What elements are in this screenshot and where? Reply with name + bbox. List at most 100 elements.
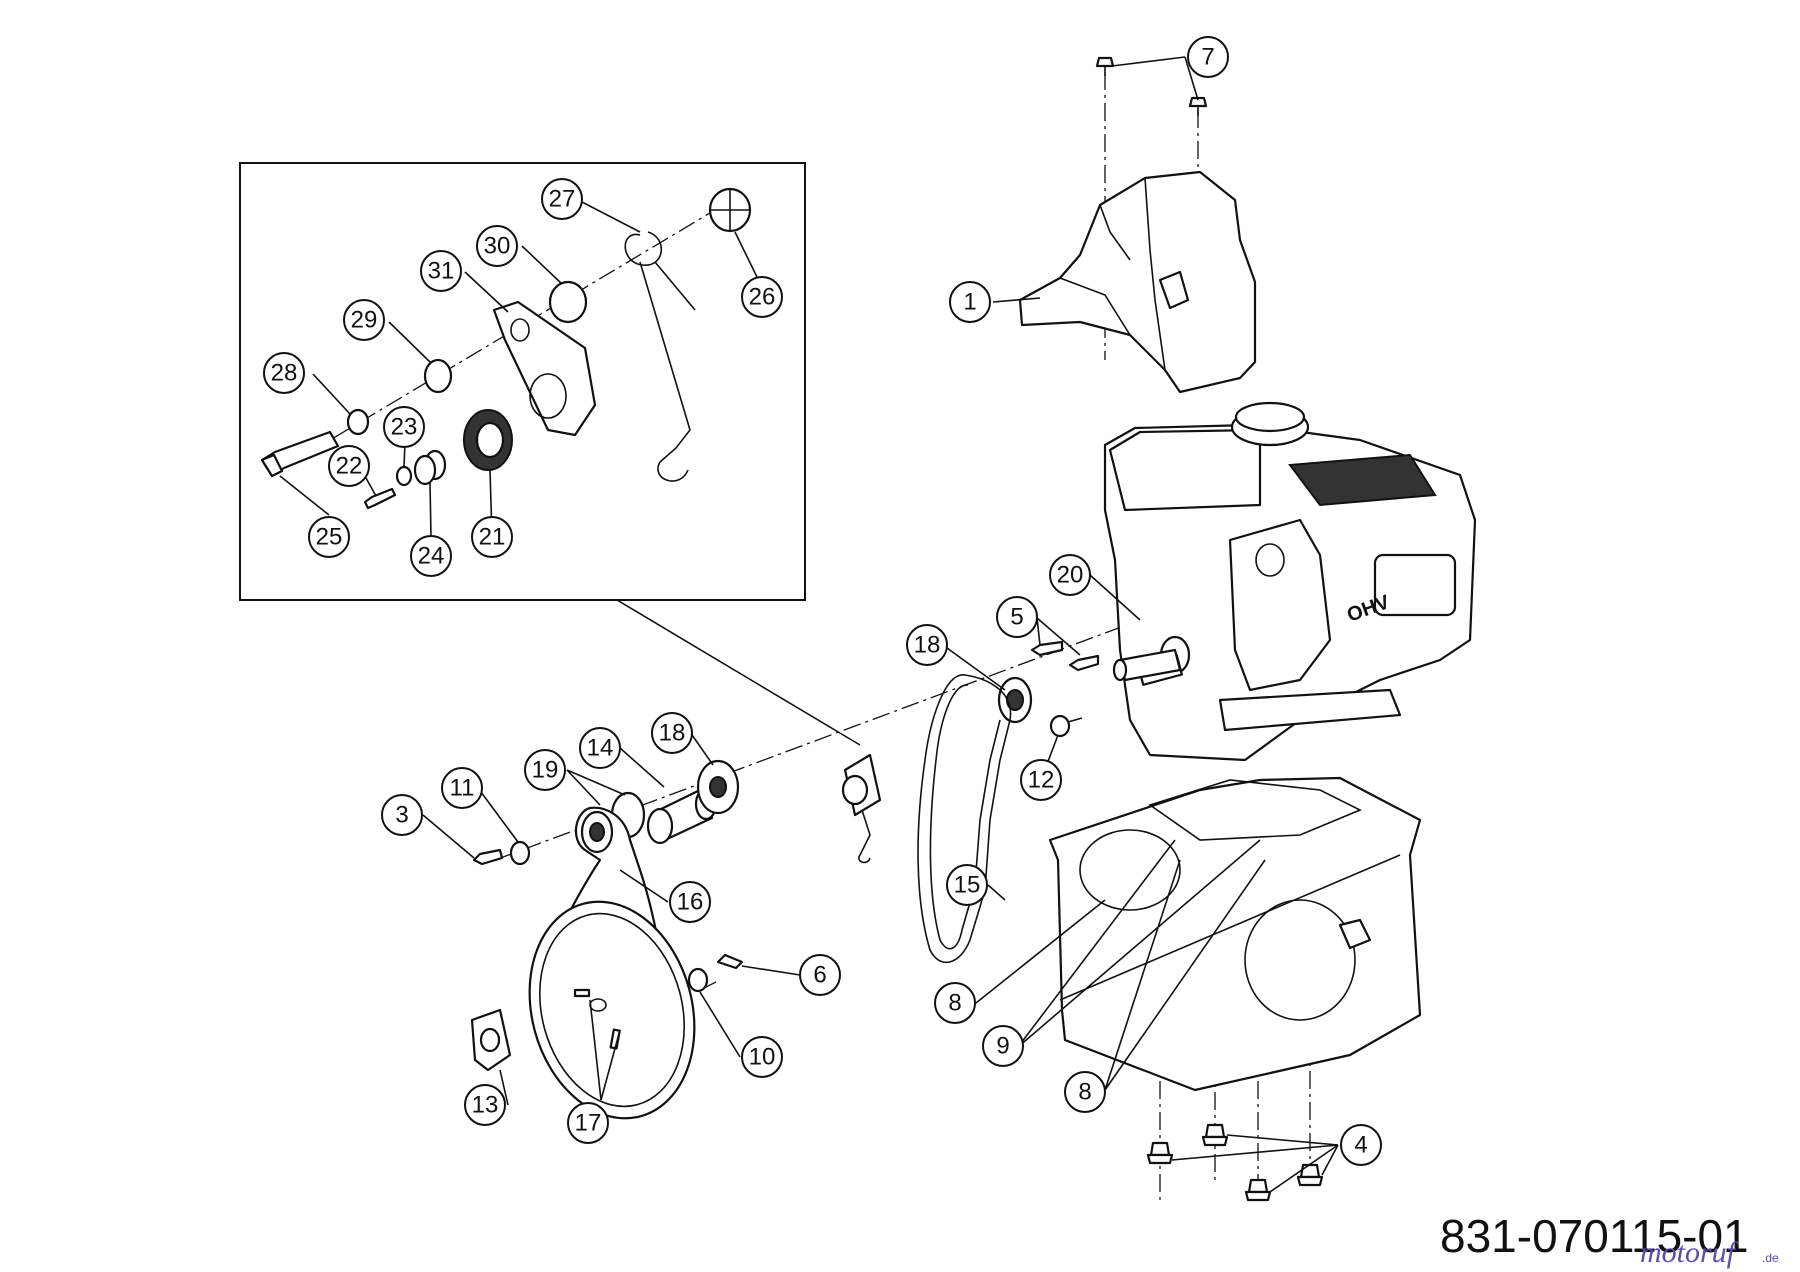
svg-text:10: 10 [749,1044,776,1071]
svg-text:17: 17 [575,1110,602,1137]
svg-text:19: 19 [532,757,559,784]
callout-8-lower: 8 [1064,1071,1106,1113]
callout-27: 27 [541,178,583,220]
svg-text:14: 14 [587,735,614,762]
callout-6: 6 [799,954,841,996]
svg-text:8: 8 [948,990,961,1017]
callout-24: 24 [410,535,452,577]
svg-text:16: 16 [677,889,704,916]
callout-31: 31 [420,250,462,292]
callout-10: 10 [741,1036,783,1078]
shroud-part-1 [1018,170,1257,394]
washer-part-10 [687,967,709,993]
svg-text:1: 1 [963,289,976,316]
callout-20: 20 [1049,554,1091,596]
svg-text:28: 28 [271,360,298,387]
callout-16: 16 [669,881,711,923]
bolt-part-4a [1146,1141,1174,1165]
watermark-suffix: .de [1762,1251,1779,1265]
washer-part-18-left [696,759,740,815]
spacer-part-30 [548,280,588,324]
pulley-part-17 [528,900,696,1120]
svg-text:25: 25 [316,524,343,551]
svg-text:7: 7 [1201,44,1214,71]
belt-part-15 [917,674,1012,964]
svg-text:21: 21 [479,524,506,551]
svg-text:4: 4 [1354,1132,1367,1159]
callout-18-right: 18 [906,624,948,666]
bolt-part-4b [1201,1123,1229,1147]
svg-text:5: 5 [1010,604,1023,631]
svg-text:18: 18 [659,720,686,747]
callout-4: 4 [1340,1124,1382,1166]
callout-3: 3 [381,794,423,836]
svg-text:15: 15 [954,872,981,899]
svg-text:27: 27 [549,186,576,213]
idler-assembly-21-31 [841,753,882,864]
document-number: 831-070115-01 [1440,1210,1749,1262]
callout-22: 22 [328,445,370,487]
callout-29: 29 [343,299,385,341]
leader-lines [279,56,1339,1193]
bolt-part-4c [1244,1178,1272,1202]
callout-11: 11 [441,767,483,809]
screw-part-7b [1188,96,1208,116]
callout-13: 13 [464,1084,506,1126]
callout-30: 30 [476,225,518,267]
svg-text:11: 11 [450,775,475,802]
spacer-part-29 [423,358,453,394]
spacer-part-24 [413,449,447,486]
engine-part-20: OHV [1103,401,1477,762]
callout-8-upper: 8 [934,982,976,1024]
svg-text:30: 30 [484,233,511,260]
washer-part-18-right [997,676,1033,724]
idler-arm-part-31 [492,300,597,437]
bolt-part-5b [1068,654,1100,672]
svg-text:3: 3 [395,802,408,829]
svg-text:31: 31 [428,258,455,285]
callout-7: 7 [1187,36,1229,78]
bearing-part-21 [463,409,513,471]
bolt-part-5a [1030,640,1064,657]
callout-9: 9 [982,1025,1024,1067]
bolt-part-6 [716,953,744,970]
callout-25: 25 [308,516,350,558]
callout-17: 17 [567,1102,609,1144]
bolt-part-4d [1296,1163,1324,1187]
svg-text:22: 22 [336,453,363,480]
main-assembly: OHV [470,56,1477,1202]
bolt-part-3 [472,848,504,866]
screw-part-7a [1095,56,1115,76]
bolt-part-12 [1049,714,1083,738]
callout-14: 14 [579,727,621,769]
washer-part-28 [346,408,370,436]
callout-26: 26 [741,276,783,318]
callout-18-left: 18 [651,712,693,754]
spring-part-27 [624,231,696,482]
svg-text:13: 13 [472,1092,499,1119]
callout-5: 5 [996,596,1038,638]
svg-text:24: 24 [418,543,445,570]
callout-19: 19 [524,749,566,791]
washer-part-11 [509,840,531,866]
callouts: 1 3 4 5 6 7 8 8 9 10 11 12 13 14 15 16 1… [263,36,1382,1166]
callout-15: 15 [946,864,988,906]
svg-text:6: 6 [813,962,826,989]
frame-plate [1048,776,1422,1092]
svg-text:29: 29 [351,307,378,334]
svg-text:26: 26 [749,284,776,311]
callout-23: 23 [383,406,425,448]
svg-text:20: 20 [1057,562,1084,589]
watermark: motoruf [1640,1236,1739,1269]
screw-part-22 [363,487,397,510]
cap-part-26 [708,187,752,233]
bolt-part-25 [260,430,340,478]
crankshaft-part-20 [1112,648,1182,682]
svg-text:18: 18 [914,632,941,659]
svg-text:23: 23 [391,414,418,441]
svg-text:12: 12 [1028,767,1055,794]
nut-part-23 [395,465,413,487]
callout-28: 28 [263,352,305,394]
svg-text:8: 8 [1078,1079,1091,1106]
